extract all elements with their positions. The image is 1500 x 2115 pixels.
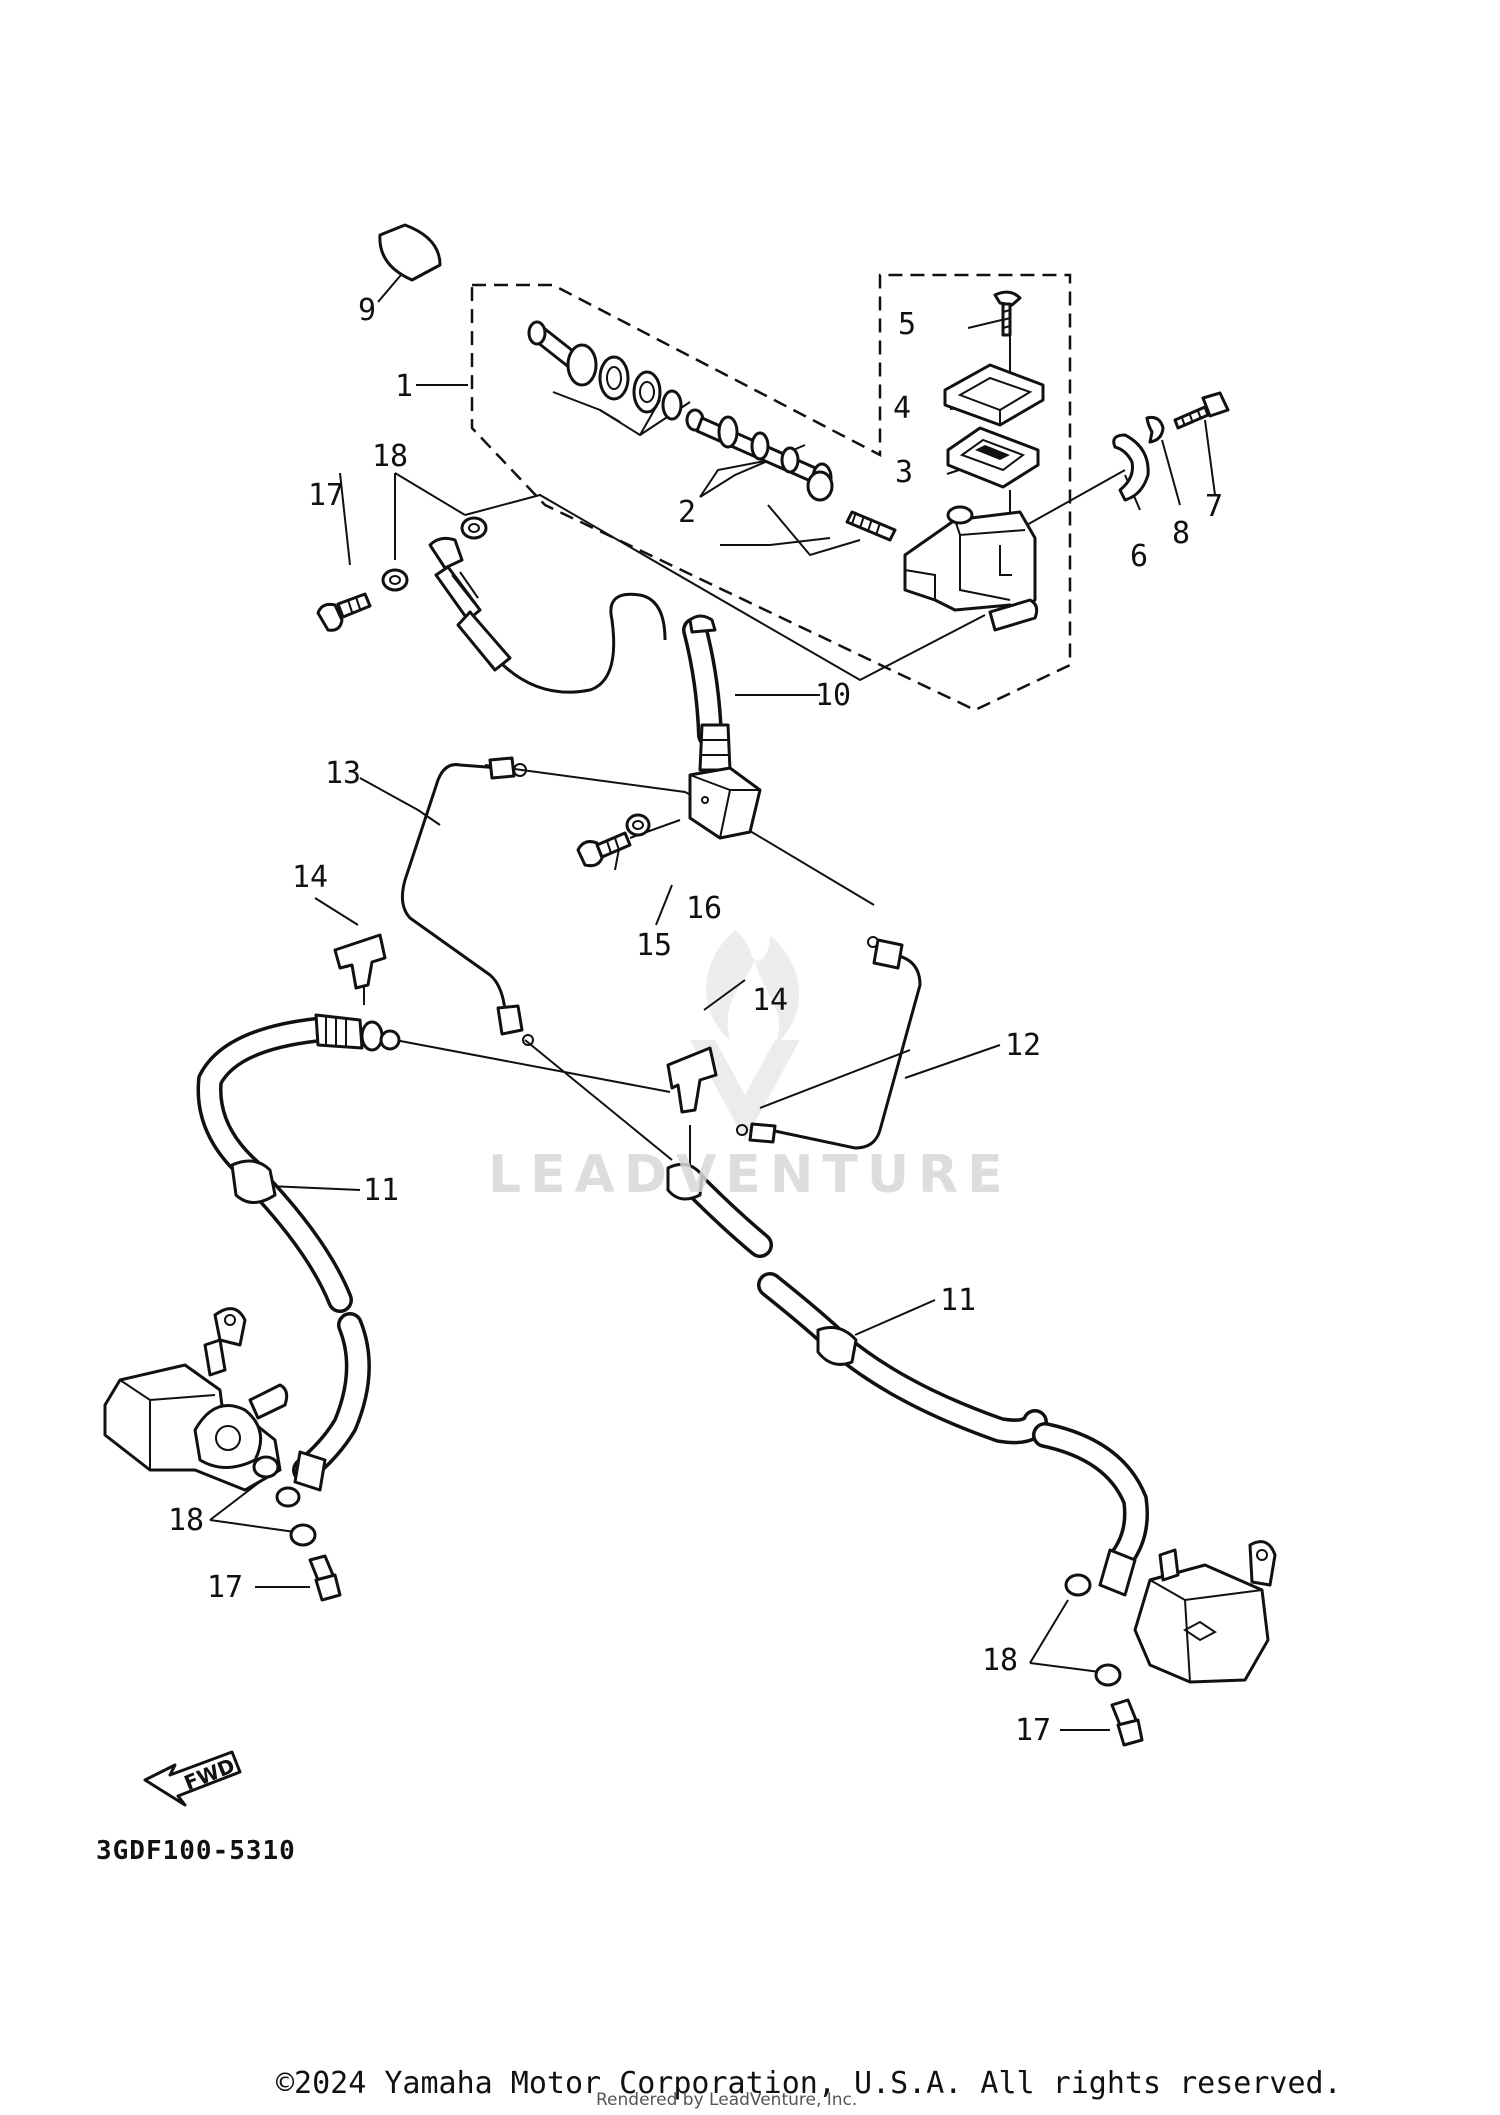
- callout-3: 3: [895, 455, 913, 490]
- part-7-bolt: [1173, 391, 1230, 430]
- callout-18-left: 18: [168, 1503, 204, 1538]
- part-18-washers-right: [1064, 1573, 1122, 1687]
- callout-2: 2: [678, 495, 696, 530]
- part-18-washers-left: [252, 1455, 317, 1547]
- callout-9: 9: [358, 293, 376, 328]
- part-8-washer: [1145, 416, 1165, 444]
- callout-17-left: 17: [207, 1570, 243, 1605]
- part-3-diaphragm: [946, 426, 1040, 489]
- callout-17-top: 17: [308, 478, 344, 513]
- callout-4: 4: [893, 391, 911, 426]
- watermark-text: LEADVENTURE: [488, 1145, 1012, 1205]
- part-9-collar: [378, 223, 442, 282]
- rendered-by-notice: Rendered by LeadVenture, Inc.: [596, 2090, 858, 2110]
- part-14-clip-left: [333, 933, 387, 990]
- part-11-brake-hose-right: [666, 1162, 1149, 1597]
- callout-13: 13: [325, 756, 361, 791]
- part-13-brake-pipe: [400, 756, 534, 1046]
- callout-1: 1: [395, 369, 413, 404]
- callout-11-left: 11: [363, 1173, 399, 1208]
- part-6-clamp: [1112, 433, 1150, 502]
- part-17-union-bolt-right: [1110, 1698, 1144, 1747]
- callout-7: 7: [1205, 489, 1223, 524]
- part-15-bolt: [576, 831, 632, 868]
- callout-15: 15: [636, 928, 672, 963]
- part-12-brake-pipe: [736, 936, 922, 1150]
- part-5-screw: [993, 290, 1022, 337]
- master-cylinder-body: [903, 505, 1039, 632]
- part-11-brake-hose-left: [196, 1013, 401, 1508]
- callout-18-right: 18: [982, 1643, 1018, 1678]
- callout-8: 8: [1172, 516, 1190, 551]
- assembly-1-dashed-boundary: [470, 273, 1072, 712]
- part-10-brake-hose: [428, 536, 732, 772]
- callout-18-top: 18: [372, 439, 408, 474]
- part-2-piston-assembly: [695, 415, 897, 542]
- part-17-union-bolt-top: [316, 592, 372, 632]
- part-17-union-bolt-left: [308, 1554, 342, 1602]
- fwd-direction-arrow-icon: FWD: [143, 1750, 242, 1807]
- callout-10: 10: [815, 678, 851, 713]
- copyright-notice: ©2024 Yamaha Motor Corporation, U.S.A. A…: [276, 2066, 1342, 2101]
- callout-5: 5: [898, 307, 916, 342]
- caliper-right: [1133, 1540, 1277, 1684]
- diagram-code: 3GDF100-5310: [96, 1836, 296, 1866]
- callout-11-right: 11: [940, 1283, 976, 1318]
- part-14-clip-center: [666, 1046, 718, 1114]
- callout-17-right: 17: [1015, 1713, 1051, 1748]
- part-16-washer: [625, 813, 651, 837]
- part-18-washer-top: [381, 516, 488, 592]
- callout-labels: 1 2 3 4 5 6 7 8 9 10 11 11 12 13 14 14 1…: [168, 293, 1223, 1748]
- leadventure-logo-icon: [690, 930, 800, 1140]
- callout-14-left: 14: [292, 860, 328, 895]
- callout-12: 12: [1005, 1028, 1041, 1063]
- part-1-master-cylinder-kit: [527, 320, 705, 432]
- brake-hose-junction-block: [688, 766, 762, 840]
- callout-6: 6: [1130, 539, 1148, 574]
- callout-14-center: 14: [752, 983, 788, 1018]
- callout-16: 16: [686, 891, 722, 926]
- part-4-reservoir-cap: [943, 363, 1045, 427]
- caliper-left: [103, 1307, 289, 1492]
